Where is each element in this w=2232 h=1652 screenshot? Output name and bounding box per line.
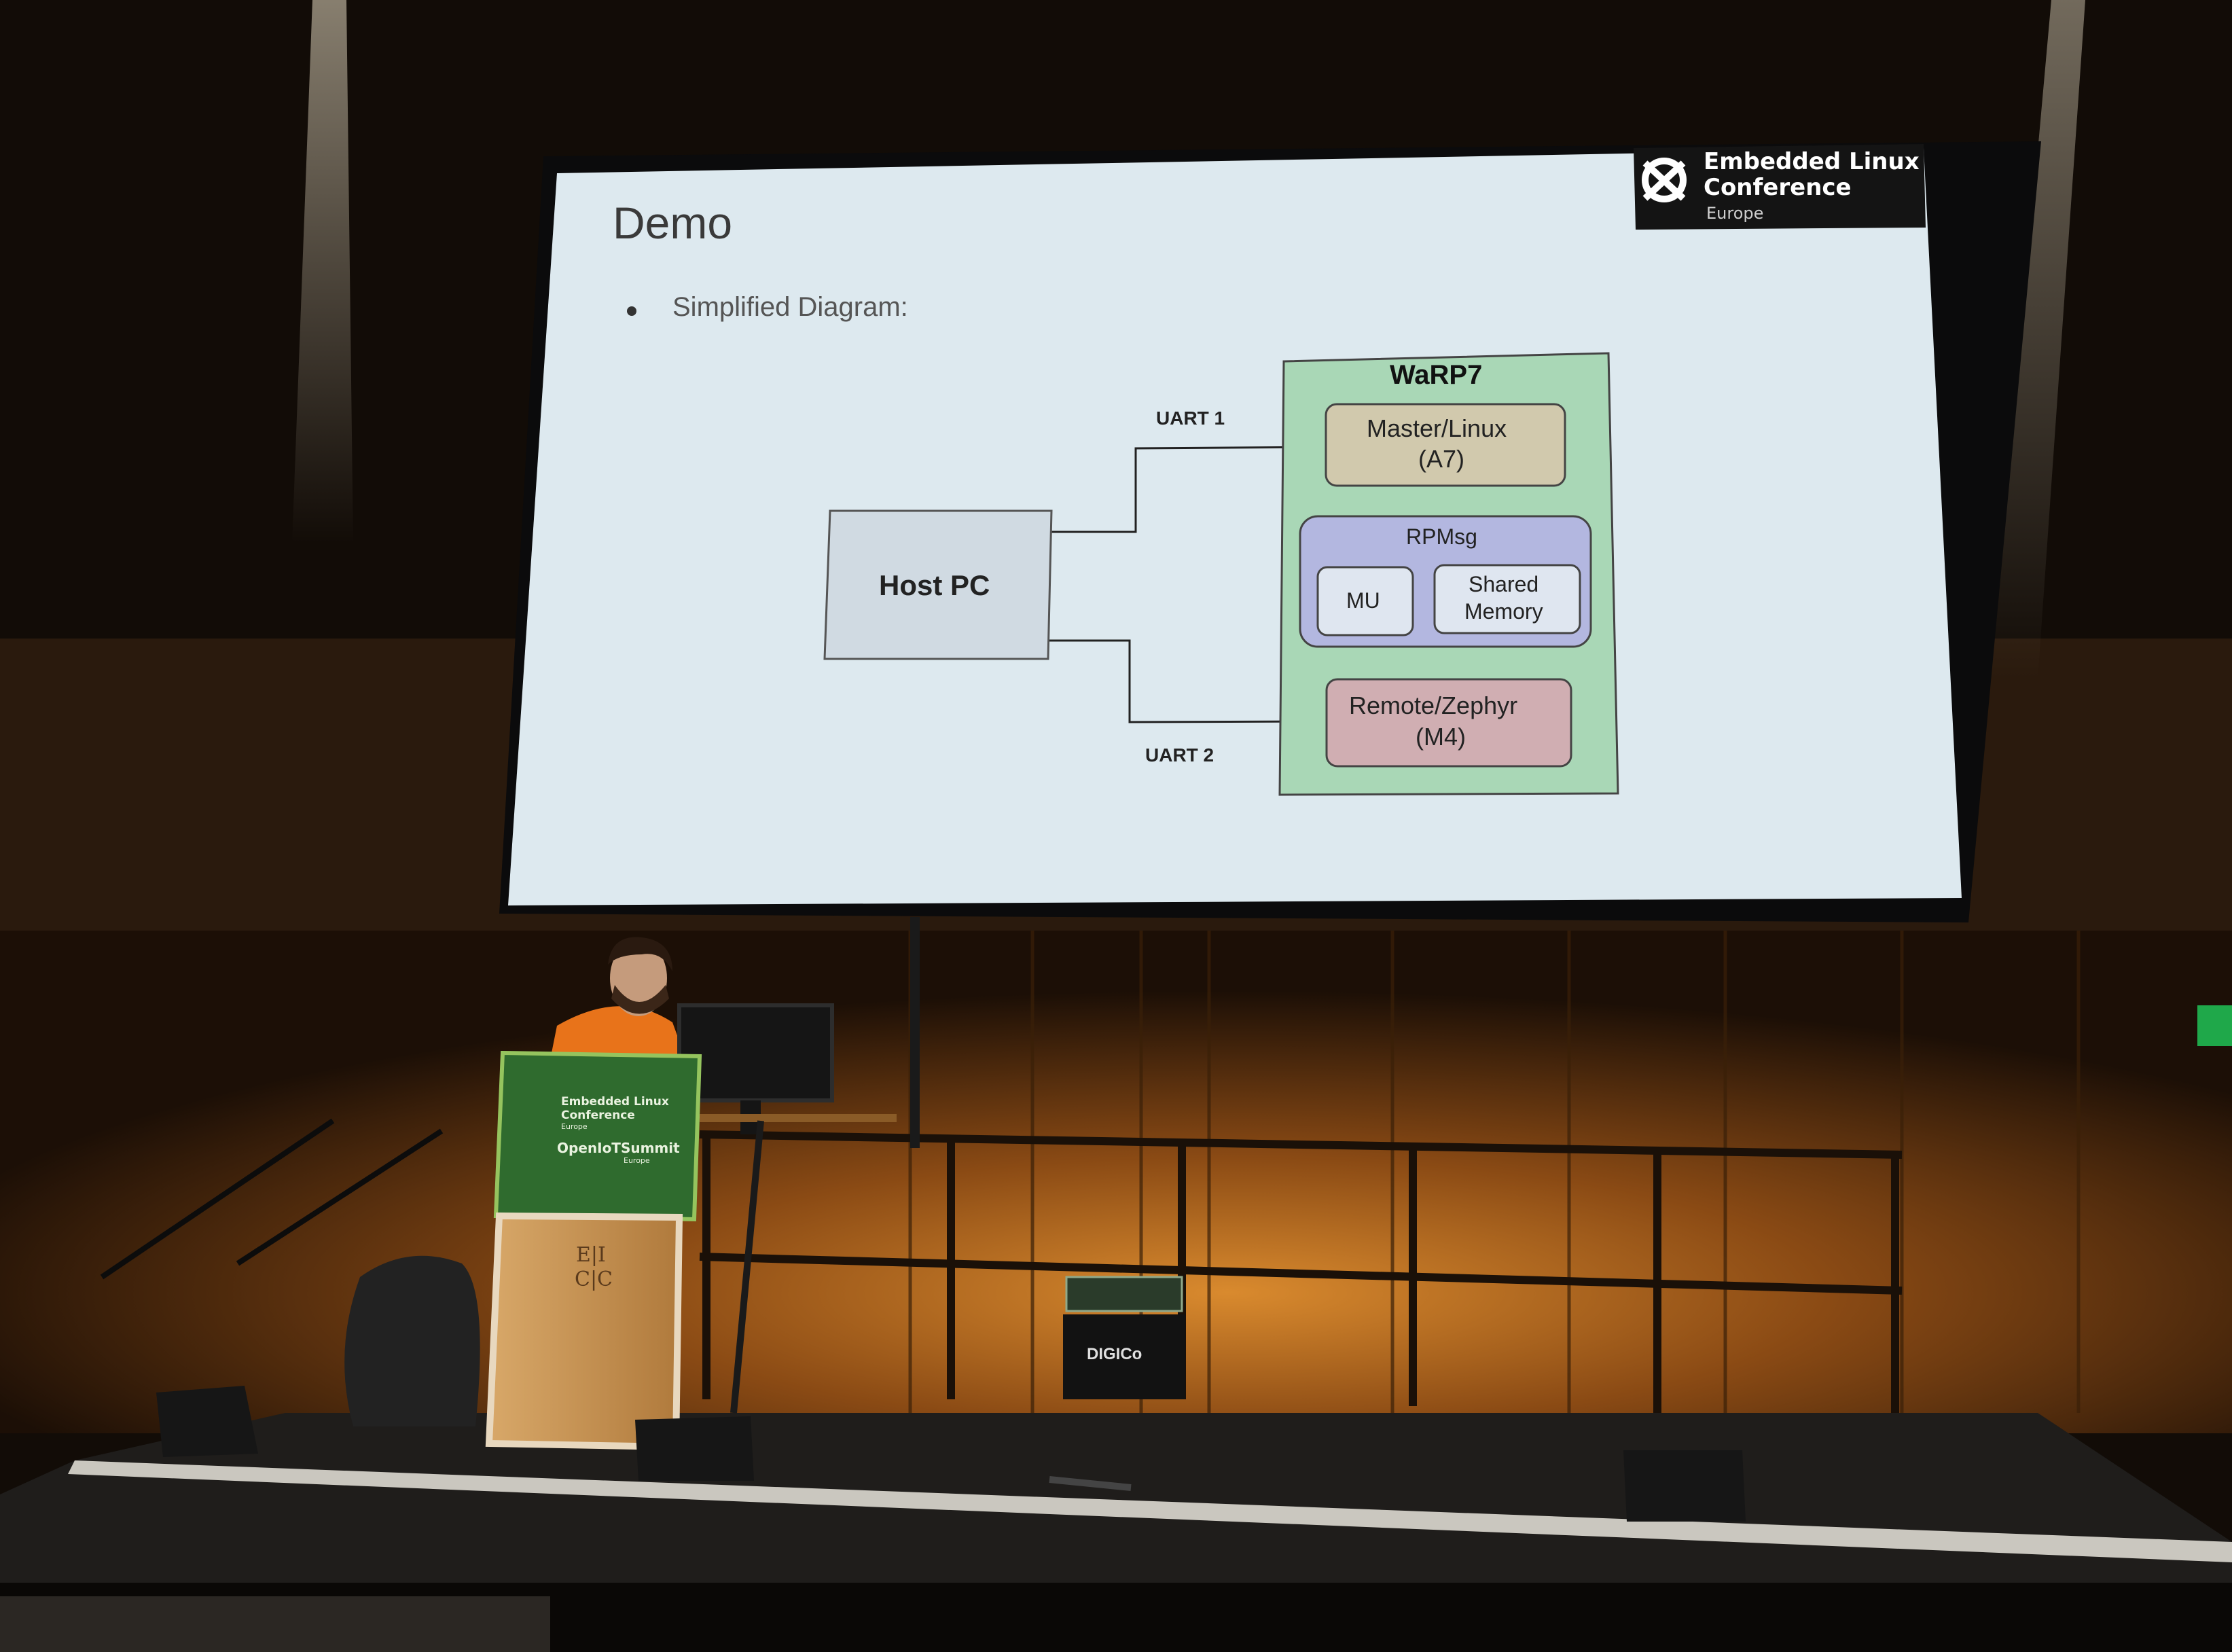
slide-background xyxy=(508,148,1962,905)
podium-openiot-line1: OpenIoTSummit xyxy=(557,1140,680,1156)
exit-sign xyxy=(2197,1005,2232,1046)
podium-elc-line3: Europe xyxy=(561,1122,588,1131)
stage-edge xyxy=(68,1460,2232,1562)
host-pc-box xyxy=(823,509,1053,660)
wall-seams xyxy=(908,931,2081,1413)
master-label-line1: Master/Linux xyxy=(1367,414,1507,442)
podium-sign xyxy=(493,1050,702,1222)
front-table xyxy=(0,1596,550,1652)
uart2-label: UART 2 xyxy=(1145,744,1214,766)
elc-logo-mark xyxy=(1642,158,1687,202)
digico-label: DIGICo xyxy=(1087,1345,1142,1363)
podium-eicc-line2: C|C xyxy=(575,1268,613,1291)
uart1-label: UART 1 xyxy=(1156,408,1225,429)
screen-pole xyxy=(910,917,920,1148)
monitor xyxy=(677,1003,834,1102)
remote-label-line1: Remote/Zephyr xyxy=(1349,692,1518,719)
remote-label-line2: (M4) xyxy=(1416,723,1466,751)
shared-label-line1: Shared xyxy=(1469,572,1539,596)
shared-label-line2: Memory xyxy=(1464,599,1543,624)
podium-eicc-line1: E|I xyxy=(576,1243,606,1267)
floor-wedge-2 xyxy=(1623,1450,1746,1522)
podium-openiot-line2: Europe xyxy=(624,1156,650,1165)
light-beam-left xyxy=(292,0,353,543)
mic-stand-1 xyxy=(100,1118,335,1280)
floor-wedge-1 xyxy=(635,1416,754,1481)
elc-logo-line3: Europe xyxy=(1706,204,1764,223)
presenter xyxy=(550,937,686,1060)
elc-logo-line2: Conference xyxy=(1704,174,1852,201)
podium-elc-line1: Embedded Linux xyxy=(561,1095,669,1109)
master-linux-block xyxy=(1325,403,1566,487)
mu-block xyxy=(1316,566,1414,636)
slide-title: Demo xyxy=(613,198,733,248)
digico-rack xyxy=(1063,1314,1185,1399)
mic-stand-2 xyxy=(236,1128,444,1266)
rack-unit xyxy=(1065,1276,1183,1312)
rpmsg-label: RPMsg xyxy=(1406,524,1477,549)
elc-logo-line1: Embedded Linux xyxy=(1704,148,1920,175)
podium-elc-line2: Conference xyxy=(561,1109,635,1122)
slide-bullet: Simplified Diagram: xyxy=(672,292,908,322)
master-label-line2: (A7) xyxy=(1418,445,1465,473)
bullet-dot xyxy=(627,306,636,316)
elc-logo-box xyxy=(1634,144,1926,230)
mu-label: MU xyxy=(1346,588,1380,613)
side-table xyxy=(700,1114,897,1122)
shared-memory-block xyxy=(1433,564,1581,634)
host-pc-label: Host PC xyxy=(879,569,990,601)
warp7-label: WaRP7 xyxy=(1390,360,1483,390)
floor-microphone xyxy=(1049,1476,1132,1491)
remote-zephyr-block xyxy=(1325,678,1572,768)
light-beam-right xyxy=(1990,0,2085,679)
